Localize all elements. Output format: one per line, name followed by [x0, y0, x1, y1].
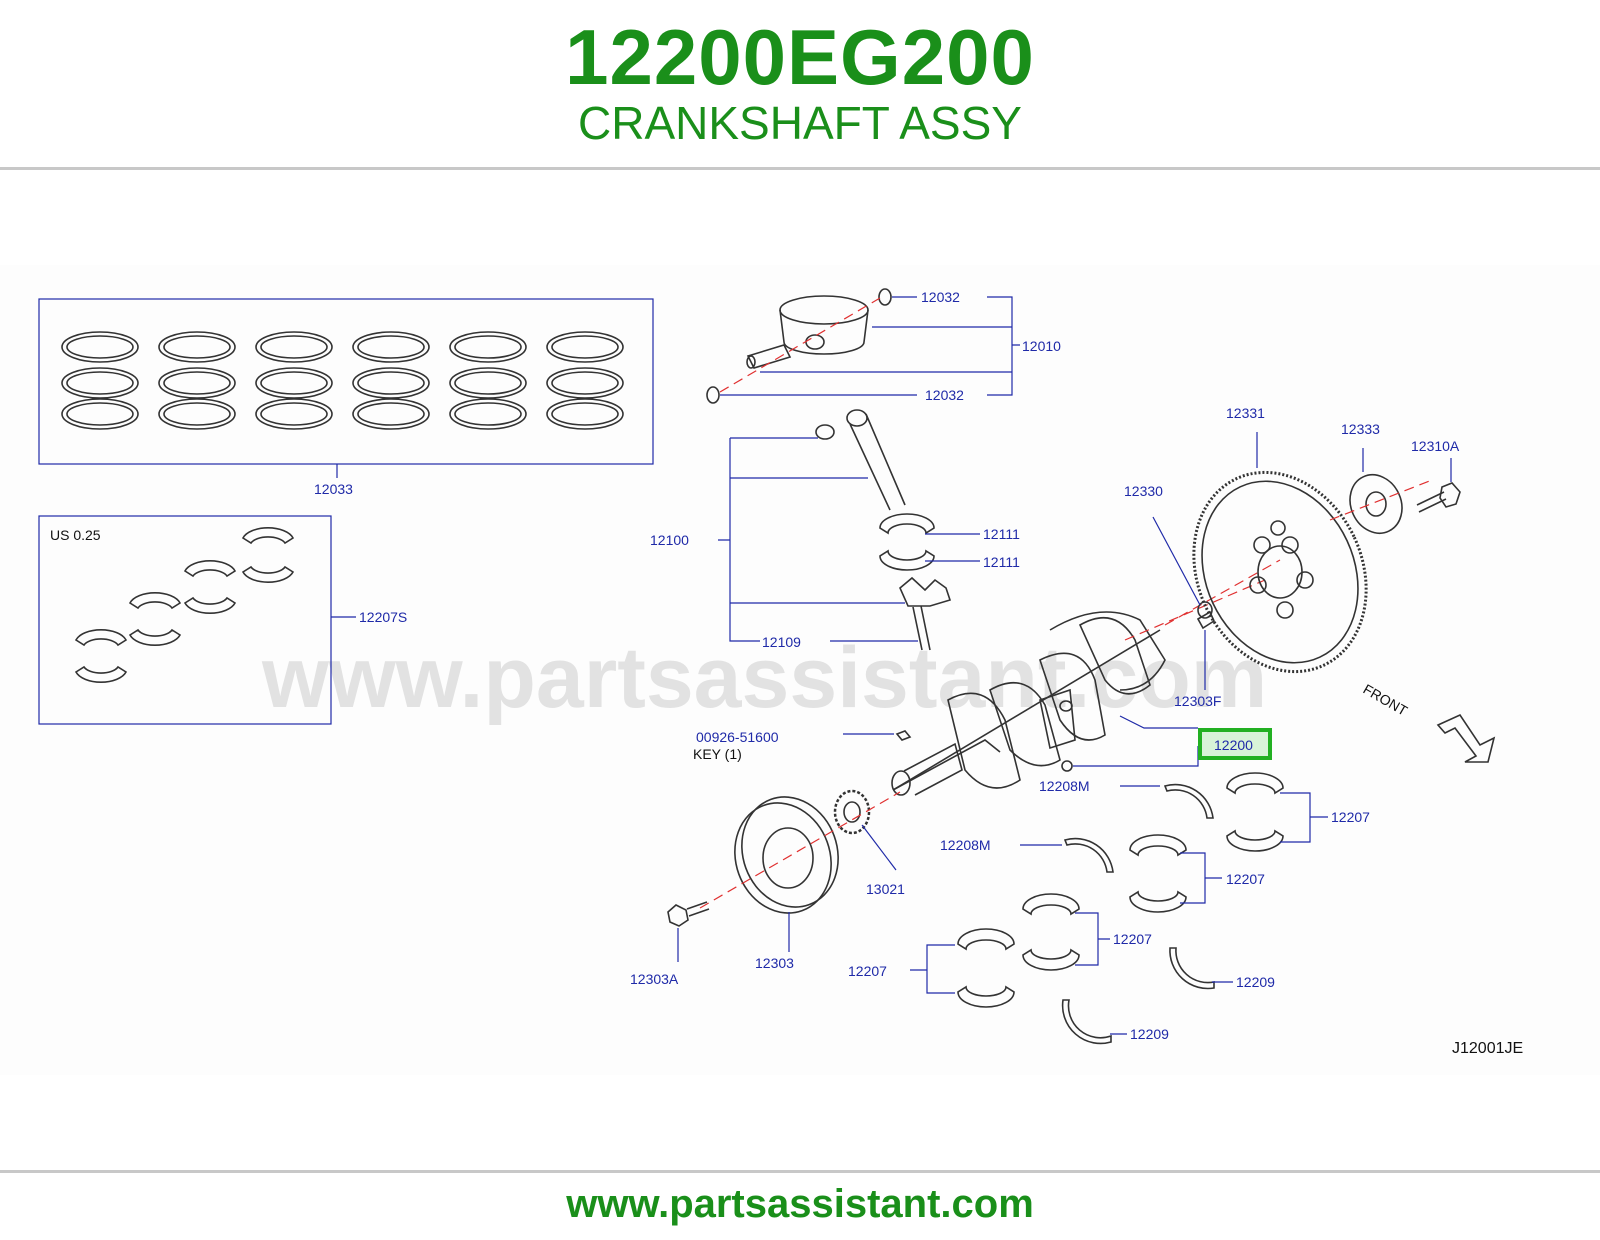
connecting-rod — [815, 409, 952, 651]
dowel-pin — [1196, 610, 1216, 630]
part-number-title: 12200EG200 — [565, 13, 1035, 101]
callout-12310A[interactable]: 12310A — [1411, 438, 1460, 454]
thrust-washer-12209-b — [1061, 999, 1112, 1045]
bottom-divider — [0, 1170, 1600, 1173]
callout-00926-51600[interactable]: 00926-51600 — [696, 729, 779, 745]
leader-12010-bracket — [760, 296, 1020, 396]
callout-12303[interactable]: 12303 — [755, 955, 794, 971]
reinforcement-plate — [1349, 474, 1403, 534]
callout-12330[interactable]: 12330 — [1124, 483, 1163, 499]
callout-12209-a[interactable]: 12209 — [1236, 974, 1275, 990]
drawing-code: J12001JE — [1452, 1040, 1523, 1057]
leader-12100-bracket — [718, 437, 905, 642]
part-name-subtitle: CRANKSHAFT ASSY — [578, 97, 1022, 149]
callout-12333[interactable]: 12333 — [1341, 421, 1380, 437]
top-divider — [0, 167, 1600, 170]
callout-12200[interactable]: 12200 — [1214, 737, 1253, 753]
undersize-bearing-shells — [74, 527, 295, 683]
callout-12111-b[interactable]: 12111 — [983, 554, 1020, 570]
main-bearing-pair-4 — [957, 928, 1015, 1008]
woodruff-key — [895, 730, 912, 741]
callout-12010[interactable]: 12010 — [1022, 338, 1061, 354]
leader-12207-c — [1075, 912, 1110, 966]
callout-12331[interactable]: 12331 — [1226, 405, 1265, 421]
main-bearing-pair-2 — [1129, 834, 1187, 913]
callout-12207-a[interactable]: 12207 — [1331, 809, 1370, 825]
crank-center-axis — [1164, 559, 1281, 626]
piston-ring-set-frame — [38, 298, 654, 465]
crank-sprocket — [833, 789, 871, 835]
leader-12207-a — [1280, 792, 1328, 843]
footer-url[interactable]: www.partsassistant.com — [566, 1182, 1034, 1226]
bolt-axis — [1329, 479, 1433, 521]
crankshaft-plug — [1061, 760, 1073, 772]
callout-12303A[interactable]: 12303A — [630, 971, 679, 987]
piston-pin-clip-top — [878, 288, 892, 306]
piston-ring-set — [61, 331, 624, 430]
callout-12208M-b[interactable]: 12208M — [940, 837, 991, 853]
callout-12207-b[interactable]: 12207 — [1226, 871, 1265, 887]
front-label: FRONT — [1361, 681, 1411, 719]
pilot-bushing — [1197, 601, 1213, 619]
flywheel-bolt — [1416, 482, 1461, 513]
thrust-washer-12209-a — [1169, 947, 1215, 990]
crank-flywheel-axis — [1124, 579, 1266, 641]
callout-12207-d[interactable]: 12207 — [848, 963, 887, 979]
crank-pulley — [734, 796, 839, 914]
header: 12200EG200 CRANKSHAFT ASSY — [0, 0, 1600, 170]
pulley-axis — [699, 791, 901, 909]
callout-12032-top[interactable]: 12032 — [921, 289, 960, 305]
piston — [779, 295, 869, 355]
thrust-washer-upper — [1163, 783, 1214, 819]
leader-12330 — [1152, 516, 1201, 606]
callout-12111-a[interactable]: 12111 — [983, 526, 1020, 542]
callout-12207S[interactable]: 12207S — [359, 609, 407, 625]
callout-12303F[interactable]: 12303F — [1174, 693, 1221, 709]
undersize-label: US 0.25 — [50, 527, 101, 543]
main-bearing-pair-3 — [1022, 893, 1080, 971]
callout-13021[interactable]: 13021 — [866, 881, 905, 897]
piston-pin-clip-bottom — [706, 386, 720, 404]
callout-12207-c[interactable]: 12207 — [1113, 931, 1152, 947]
callout-12109[interactable]: 12109 — [762, 634, 801, 650]
diagram-background — [0, 265, 1600, 1075]
callout-12209-b[interactable]: 12209 — [1130, 1026, 1169, 1042]
key-quantity-label: KEY (1) — [693, 746, 742, 762]
highlight-box-12200[interactable] — [1198, 728, 1272, 760]
callout-12033[interactable]: 12033 — [314, 481, 353, 497]
crank-pulley-bolt — [667, 901, 710, 927]
piston-pin-axis — [719, 297, 881, 393]
thrust-washer-lower — [1063, 837, 1114, 873]
callout-12032-bottom[interactable]: 12032 — [925, 387, 964, 403]
front-arrow-icon — [1436, 713, 1496, 763]
callout-12208M-a[interactable]: 12208M — [1039, 778, 1090, 794]
leader-13021 — [861, 824, 897, 871]
bearing-undersize-frame — [38, 515, 332, 725]
crankshaft — [891, 611, 1166, 796]
watermark-text: www.partsassistant.com — [261, 630, 1267, 726]
main-bearing-pair-1 — [1226, 772, 1284, 852]
piston-pin — [746, 344, 792, 369]
leader-12207-d — [910, 944, 955, 994]
flywheel — [1192, 470, 1368, 674]
callout-12100[interactable]: 12100 — [650, 532, 689, 548]
leader-12207-b — [1180, 852, 1222, 904]
